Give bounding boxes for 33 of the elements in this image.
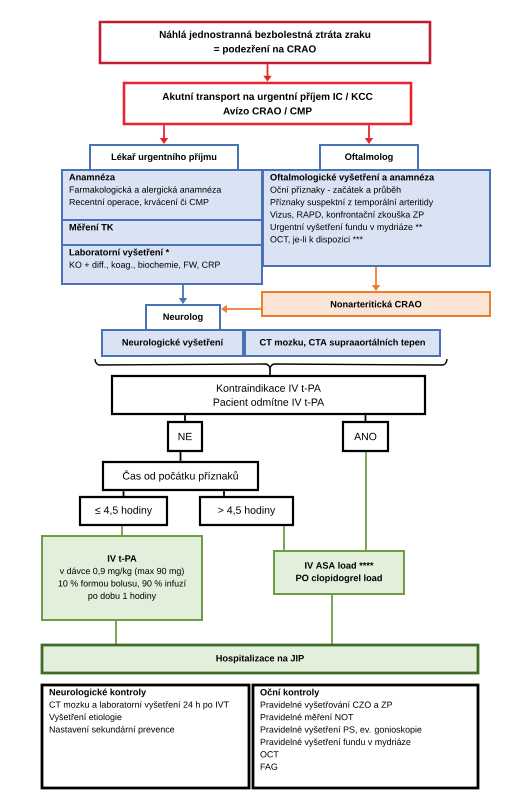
choice-box: ANO (342, 420, 390, 452)
choice-box: ≤ 4,5 hodiny (78, 496, 168, 526)
header-box: Oftalmolog (319, 144, 419, 171)
connector-line (115, 621, 117, 644)
header-box: Lékař urgentního příjmu (89, 144, 239, 171)
connector-line (184, 415, 186, 421)
treatment-box: IV ASA load **** PO clopidogrel load (273, 550, 405, 595)
process-box: Akutní transport na urgentní příjem IC / KCC Avízo CRAO / CMP (122, 82, 412, 126)
choice-box: NE (166, 420, 204, 452)
process-box: Hospitalizace na JIP (40, 644, 480, 674)
condition-box: Čas od počátku příznaků (102, 460, 260, 492)
info-box: Laboratorní vyšetření * KO + diff., koag., biochemie, FW, CRP (61, 244, 263, 285)
connector-line (331, 595, 333, 644)
connector-line (180, 452, 182, 461)
header-box: Neurolog (145, 304, 221, 331)
brace-connector (269, 358, 448, 375)
info-box: Anamnéza Farmakologická a alergická anamnéza Recentní operace, krvácení či CMP (61, 169, 263, 221)
choice-box: > 4,5 hodiny (198, 496, 294, 526)
connector-line (122, 491, 124, 496)
condition-box: Kontraindikace IV t-PA Pacient odmítne IV t-PA (110, 374, 426, 416)
process-box: Neurologické vyšetření (101, 329, 244, 357)
connector-line (223, 491, 225, 496)
process-box: Náhlá jednostranná bezbolestná ztráta zraku = podezření na CRAO (98, 20, 432, 64)
diagnosis-box: Nonarteritická CRAO (261, 291, 491, 317)
info-box: Měření TK (61, 219, 263, 246)
list-box: Oční kontroly Pravidelné vyšetřování CZO a ZP Pravidelné měření NOT Pravidelné vyšetření PS, ev. gonioskopie Pravidelné vyšetření fundu v mydriáze OCT FAG (252, 684, 480, 790)
treatment-box: IV t-PA v dávce 0,9 mg/kg (max 90 mg) 10 % formou bolusu, 90 % infuzí po dobu 1 hodiny (41, 535, 203, 621)
connector-line (365, 452, 367, 550)
process-box: CT mozku, CTA supraaortálních tepen (244, 329, 441, 357)
list-box: Neurologické kontroly CT mozku a laboratorní vyšetření 24 h po IVT Vyšetření etiologie Nastavení sekundární prevence (40, 684, 250, 790)
connector-line (121, 526, 123, 535)
connector-line (364, 415, 366, 421)
connector-line (283, 526, 285, 550)
